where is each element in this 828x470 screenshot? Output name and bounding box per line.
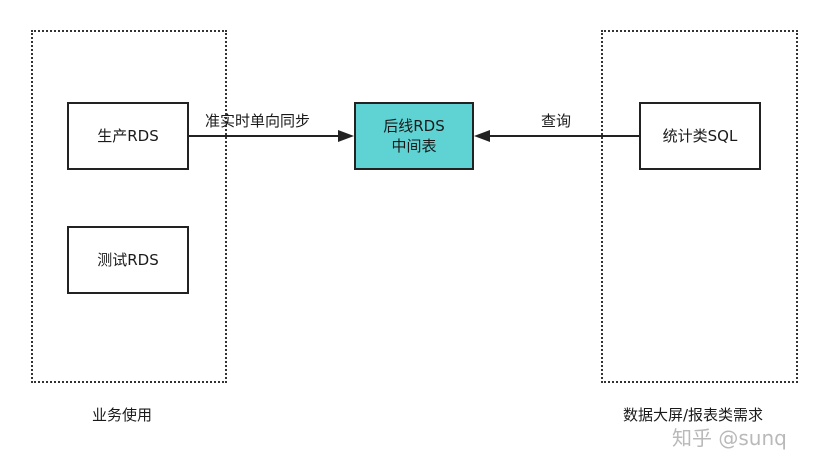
query-edge-label: 查询 xyxy=(541,112,572,130)
dashboard-group-caption: 数据大屏/报表类需求 xyxy=(623,406,764,424)
backend-rds-label-line2: 中间表 xyxy=(391,137,437,155)
test-rds-label: 测试RDS xyxy=(97,251,159,269)
query-arrow-head xyxy=(474,130,490,142)
business-group-boundary xyxy=(31,30,227,383)
prod-rds-label: 生产RDS xyxy=(97,127,159,145)
dashboard-group-boundary xyxy=(601,30,798,383)
backend-rds-label-line1: 后线RDS xyxy=(383,117,445,135)
sync-arrow-head xyxy=(338,130,354,142)
stats-sql-node: 统计类SQL xyxy=(639,102,761,170)
watermark-text: 知乎 @sunq xyxy=(672,426,787,450)
stats-sql-label: 统计类SQL xyxy=(662,127,738,145)
prod-rds-node: 生产RDS xyxy=(67,102,189,170)
backend-rds-node: 后线RDS 中间表 xyxy=(354,102,474,170)
sync-edge-label: 准实时单向同步 xyxy=(205,112,311,130)
test-rds-node: 测试RDS xyxy=(67,226,189,294)
business-group-caption: 业务使用 xyxy=(92,406,153,424)
